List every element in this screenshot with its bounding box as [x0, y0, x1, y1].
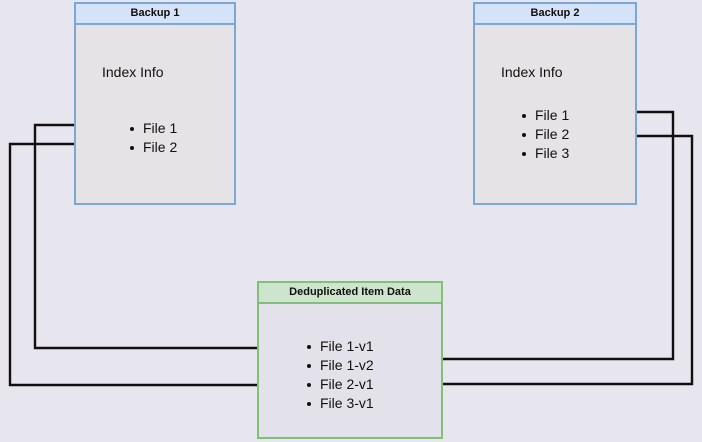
backup-2-title: Backup 2 — [475, 4, 635, 25]
backup-2-file-list: File 1 File 2 File 3 — [520, 106, 569, 163]
backup-2-node[interactable]: Backup 2 Index Info File 1 File 2 File 3 — [473, 2, 637, 205]
list-item[interactable]: File 2 — [520, 125, 569, 144]
list-item[interactable]: File 1-v2 — [305, 356, 374, 375]
deduplicated-item-data-title: Deduplicated Item Data — [259, 283, 441, 304]
backup-2-body: Index Info File 1 File 2 File 3 — [475, 25, 635, 203]
list-item[interactable]: File 1-v1 — [305, 337, 374, 356]
deduplicated-item-data-node[interactable]: Deduplicated Item Data File 1-v1 File 1-… — [257, 281, 443, 439]
backup-1-file-list: File 1 File 2 — [128, 119, 177, 157]
list-item[interactable]: File 3-v1 — [305, 394, 374, 413]
list-item[interactable]: File 2 — [128, 138, 177, 157]
list-item[interactable]: File 1 — [128, 119, 177, 138]
list-item[interactable]: File 3 — [520, 144, 569, 163]
deduplicated-item-list: File 1-v1 File 1-v2 File 2-v1 File 3-v1 — [305, 337, 374, 413]
backup-1-body: Index Info File 1 File 2 — [76, 25, 234, 203]
backup-1-title: Backup 1 — [76, 4, 234, 25]
deduplicated-item-data-body: File 1-v1 File 1-v2 File 2-v1 File 3-v1 — [259, 304, 441, 437]
list-item[interactable]: File 1 — [520, 106, 569, 125]
backup-2-index-label: Index Info — [501, 64, 563, 80]
backup-1-index-label: Index Info — [102, 64, 164, 80]
backup-1-node[interactable]: Backup 1 Index Info File 1 File 2 — [74, 2, 236, 205]
list-item[interactable]: File 2-v1 — [305, 375, 374, 394]
